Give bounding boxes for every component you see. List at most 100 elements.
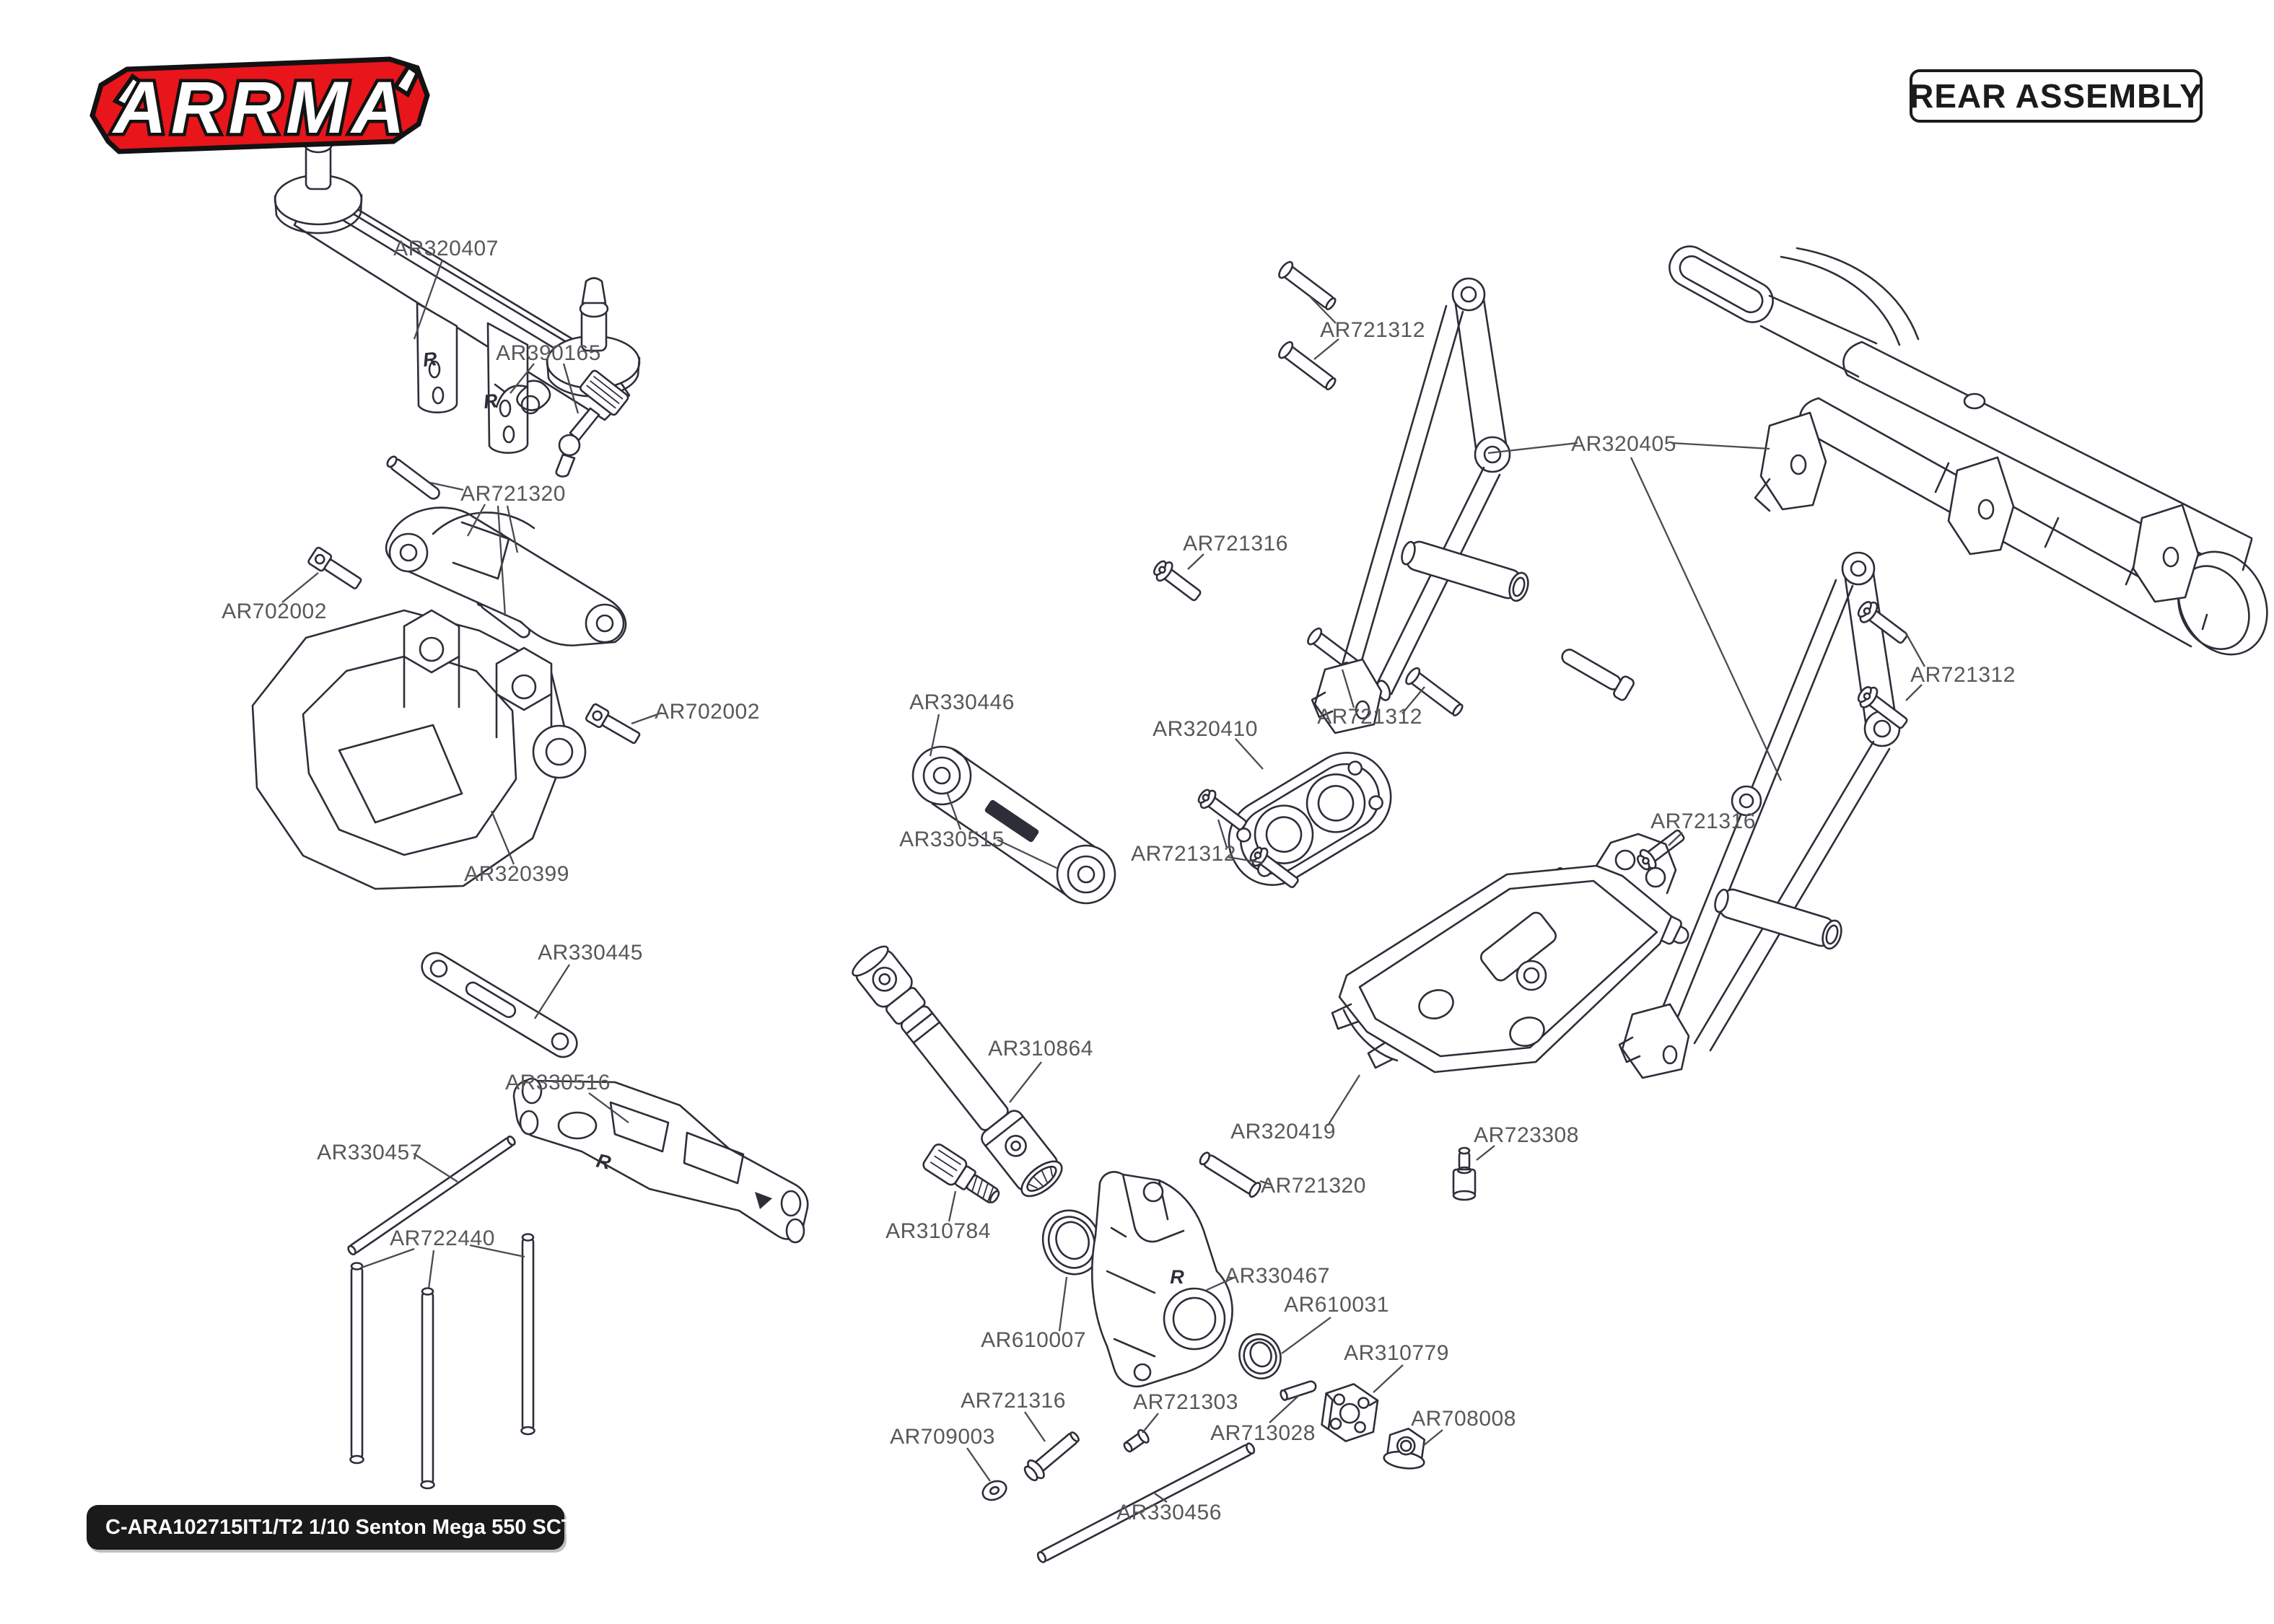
leader-line-AR721312 [1228, 856, 1264, 864]
leader-line-AR721312 [1313, 338, 1339, 360]
brand-name: ARRMA [111, 66, 409, 149]
leader-line-AR721312 [1217, 819, 1228, 848]
part-label-AR721312-34: AR721312 [1317, 705, 1422, 729]
part-label-AR320410-27: AR320410 [1153, 717, 1258, 741]
part-label-AR330445-8: AR330445 [538, 941, 643, 965]
cap-screw-drawing [307, 546, 641, 745]
part-labels: AR320407AR390165AR721320AR702002AR702002… [222, 237, 2015, 1524]
leader-line-AR721303 [1142, 1413, 1159, 1434]
leader-line-AR723308 [1476, 1145, 1495, 1161]
leader-line-AR610007 [1058, 1276, 1068, 1332]
part-label-AR320407-0: AR320407 [393, 237, 499, 260]
leader-line-AR721312 [1401, 686, 1425, 714]
leader-line-AR320405 [1487, 442, 1578, 455]
part-label-AR330467-15: AR330467 [1225, 1264, 1330, 1288]
part-label-AR330446-6: AR330446 [909, 690, 1015, 714]
part-label-AR310779-17: AR310779 [1344, 1341, 1449, 1365]
part-marking-0: R [422, 348, 439, 371]
wheel-hex-drawing [1321, 1383, 1379, 1442]
leader-line-AR320419 [1327, 1074, 1360, 1126]
setscrew-drawing [1452, 1146, 1477, 1201]
leader-line-AR721320 [466, 504, 486, 537]
leader-line-AR330516 [588, 1092, 629, 1123]
hub-screw-drawing [1636, 829, 1685, 871]
stub-axle-drawing [922, 1143, 1000, 1203]
leader-line-AR330445 [534, 964, 570, 1019]
part-label-AR320405-31: AR320405 [1571, 432, 1676, 456]
logo-background [89, 56, 430, 154]
diff-mount-drawing [1228, 752, 1392, 886]
leader-line-AR330446 [929, 714, 940, 757]
part-label-AR702002-3: AR702002 [222, 600, 327, 623]
lock-nut-drawing [1383, 1427, 1426, 1470]
leader-line-AR721312 [1341, 669, 1355, 708]
body-clip-drawing [494, 379, 551, 415]
suspension-arm-drawing [512, 1077, 809, 1244]
shock-pin-drawing [349, 1233, 535, 1490]
part-label-AR708008-18: AR708008 [1411, 1407, 1516, 1431]
part-marking-3: R [1170, 1266, 1184, 1288]
leader-line-AR330467 [1206, 1276, 1236, 1291]
footer-model-plate: C-ARA102715IT1/T2 1/10 Senton Mega 550 S… [87, 1505, 623, 1550]
leader-line-AR702002 [631, 711, 662, 725]
leader-line-AR721320 [429, 481, 464, 491]
part-label-AR722440-11: AR722440 [390, 1226, 495, 1250]
hinge-pin-long-drawing [1036, 1442, 1256, 1563]
leader-line-AR320405 [1671, 442, 1770, 450]
leader-line-AR709003 [966, 1447, 991, 1482]
logo-tick-left [112, 73, 146, 111]
logo-tick-right [392, 63, 421, 98]
leader-line-AR722440 [427, 1250, 435, 1289]
leader-line-AR722440 [361, 1247, 415, 1269]
part-label-AR721320-24: AR721320 [1261, 1174, 1366, 1198]
leader-line-AR330456 [1154, 1493, 1168, 1503]
leader-line-AR721312 [1309, 296, 1337, 324]
rear-body-mount-drawing [274, 113, 641, 454]
chassis-brace-drawing [421, 952, 578, 1058]
leader-line-AR721320 [506, 505, 519, 553]
part-label-AR310864-12: AR310864 [988, 1037, 1093, 1061]
leader-line-AR702002 [281, 572, 319, 603]
part-label-AR330516-9: AR330516 [505, 1071, 611, 1094]
part-label-AR721316-21: AR721316 [961, 1389, 1066, 1413]
part-label-AR330457-10: AR330457 [317, 1141, 422, 1164]
leader-line-AR310784 [948, 1190, 957, 1222]
leader-line-AR330515 [997, 838, 1059, 870]
part-label-AR330456-23: AR330456 [1116, 1501, 1222, 1524]
footer-model-label: C-ARA102715IT1/T2 1/10 Senton Mega 550 S… [105, 1515, 624, 1539]
part-label-AR721303-20: AR721303 [1133, 1390, 1238, 1414]
washer-drawing [981, 1480, 1007, 1501]
part-label-AR320399-5: AR320399 [464, 862, 569, 886]
hub-screw-drawing [1023, 1431, 1080, 1482]
part-label-AR709003-22: AR709003 [890, 1425, 995, 1449]
part-label-AR721320-2: AR721320 [460, 482, 566, 506]
leader-line-AR310779 [1373, 1364, 1404, 1393]
leader-line-AR721316 [1024, 1411, 1046, 1442]
part-label-AR702002-4: AR702002 [655, 700, 760, 724]
hinge-pin-short-drawing [1199, 1151, 1261, 1198]
leader-line-AR390165 [510, 363, 535, 394]
wheelie-bar-upper-drawing [1311, 277, 1529, 734]
part-label-AR320419-25: AR320419 [1230, 1120, 1336, 1144]
leader-line-AR610031 [1281, 1317, 1331, 1354]
hub-carrier-drawing [1090, 1171, 1233, 1387]
leader-line-AR713028 [1269, 1395, 1300, 1423]
rear-bumper-drawing [1669, 245, 2268, 656]
leader-line-AR320410 [1235, 738, 1264, 770]
leader-line-AR708008 [1422, 1429, 1443, 1447]
leader-line-AR330457 [413, 1153, 458, 1182]
flat-head-screw-drawing [1857, 601, 1908, 729]
leader-line-AR721312 [1904, 631, 1926, 667]
part-label-AR390165-1: AR390165 [496, 341, 601, 365]
part-label-AR721312-28: AR721312 [1131, 842, 1236, 866]
part-label-AR610031-16: AR610031 [1284, 1293, 1389, 1317]
flanged-pin-drawing [1278, 260, 1337, 390]
leader-line-AR721316 [1187, 553, 1204, 570]
leader-line-AR721312 [1905, 684, 1923, 701]
hub-screw-drawing [1153, 560, 1202, 602]
leader-line-AR722440 [469, 1244, 525, 1258]
bearing-small-drawing [1238, 1333, 1282, 1379]
part-label-AR723308-26: AR723308 [1474, 1123, 1579, 1147]
part-label-AR330515-7: AR330515 [899, 828, 1005, 851]
